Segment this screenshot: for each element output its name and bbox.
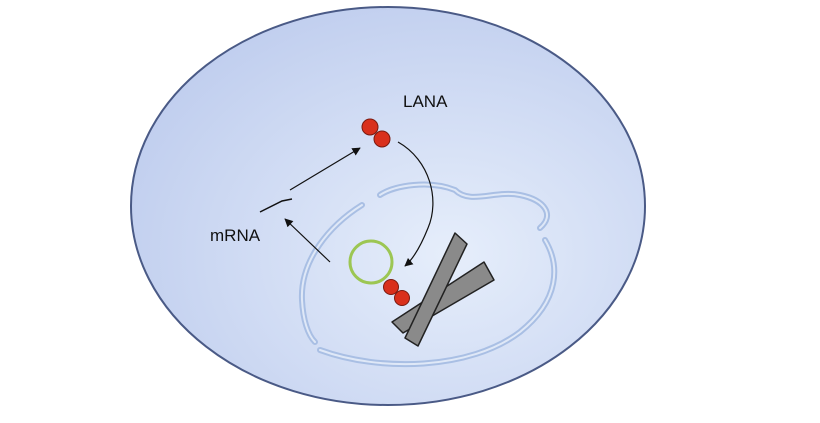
- nuclear-import-arrow: [397, 141, 434, 267]
- lana-label: LANA: [403, 92, 448, 111]
- mrna-label: mRNA: [210, 226, 261, 245]
- x-shaped-chromosome-icon: [391, 232, 495, 347]
- mrna-strand: [259, 198, 293, 213]
- cell-membrane: [130, 6, 646, 406]
- red-double-dot-icon: [383, 279, 410, 306]
- nuclear-envelope-inner: [300, 183, 556, 366]
- transcription-arrow: [284, 218, 331, 263]
- green-ring-icon: [348, 239, 394, 285]
- translation-arrow: [289, 147, 361, 191]
- lana-protein-icon: [361, 118, 391, 148]
